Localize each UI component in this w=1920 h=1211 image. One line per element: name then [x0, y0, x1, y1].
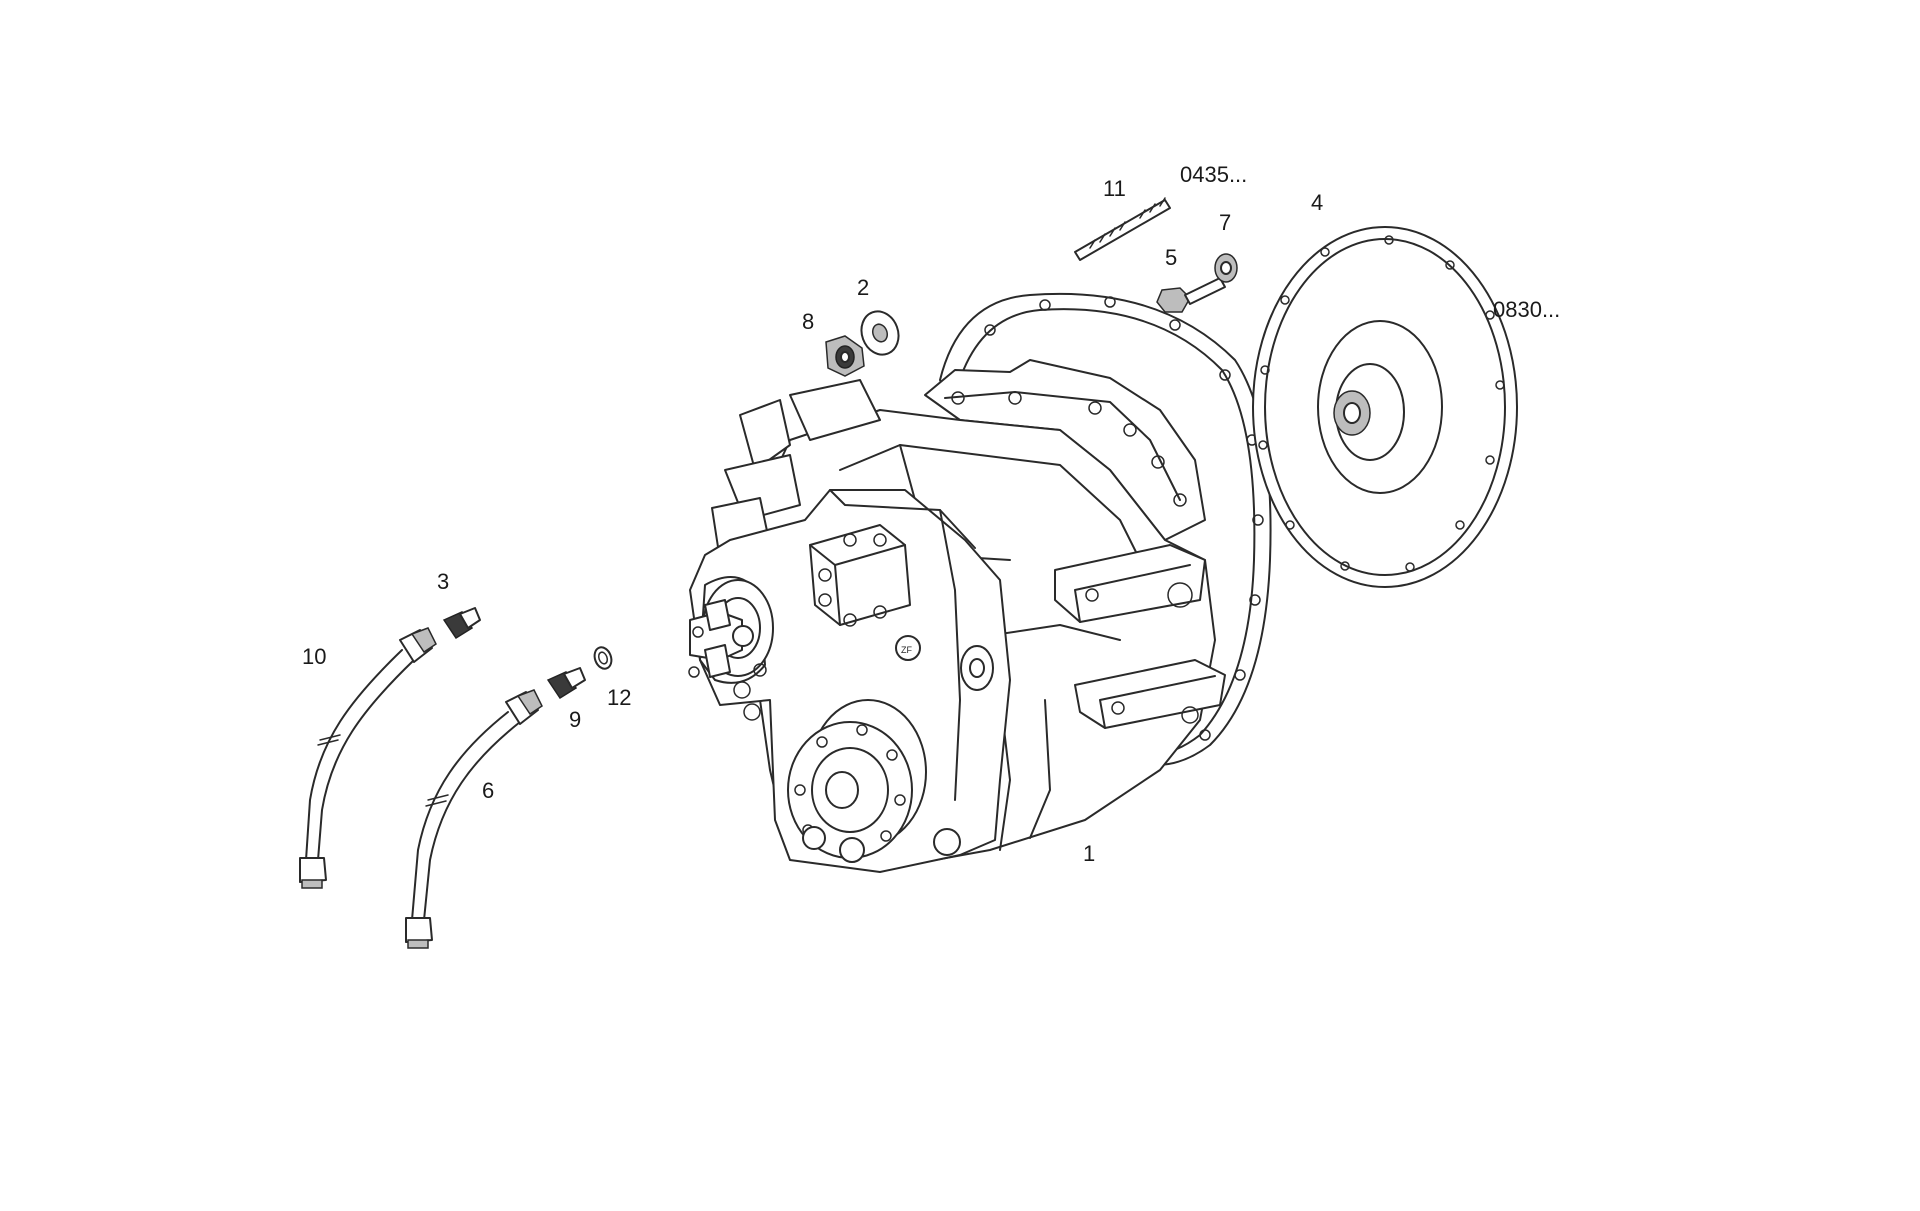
hose-assembly-upper — [299, 627, 437, 889]
stud-bolt — [1074, 197, 1171, 261]
callout-12: 12 — [607, 685, 631, 710]
sealing-ring — [593, 646, 613, 670]
callout-10: 10 — [302, 644, 326, 669]
callout-1: 1 — [1083, 841, 1095, 866]
hex-nut — [825, 335, 865, 377]
callout-6: 6 — [482, 778, 494, 803]
washer-small — [1214, 253, 1238, 283]
flat-washer — [860, 310, 900, 356]
union-fitting-upper — [442, 607, 481, 640]
callout-2: 2 — [857, 275, 869, 300]
reference-0435: 0435... — [1180, 162, 1247, 187]
callout-9: 9 — [569, 707, 581, 732]
hose-assembly-lower — [405, 689, 543, 949]
callout-3: 3 — [437, 569, 449, 594]
svg-text:ZF: ZF — [901, 645, 912, 655]
callout-5: 5 — [1165, 245, 1177, 270]
callout-11: 11 — [1103, 176, 1126, 201]
reference-0830: 0830... — [1493, 297, 1560, 322]
union-fitting-lower — [546, 667, 586, 700]
transmission-housing: ZF — [688, 292, 1272, 873]
flex-plate-disc — [1252, 226, 1518, 588]
callout-7: 7 — [1219, 210, 1231, 235]
callout-8: 8 — [802, 309, 814, 334]
callout-4: 4 — [1311, 190, 1323, 215]
hex-bolt — [1156, 277, 1226, 313]
